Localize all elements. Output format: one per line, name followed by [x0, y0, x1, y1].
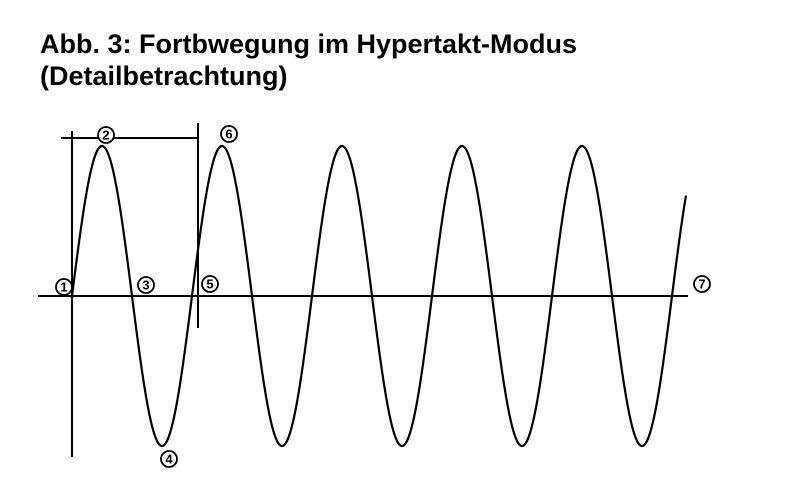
marker-5-label: 5	[206, 277, 213, 292]
marker-3: 3	[137, 276, 155, 294]
marker-6-label: 6	[225, 127, 232, 142]
title-line-2: (Detailbetrachtung)	[40, 61, 288, 91]
marker-6-circle	[220, 125, 238, 143]
marker-4-label: 4	[165, 452, 173, 467]
marker-2-label: 2	[102, 128, 109, 143]
marker-7-circle	[693, 275, 711, 293]
marker-7-label: 7	[698, 277, 705, 292]
marker-2-circle	[97, 126, 115, 144]
sine-wave	[70, 144, 688, 448]
marker-6: 6	[220, 125, 238, 143]
diagram-title: Abb. 3: Fortbwegung im Hypertakt-Modus (…	[40, 28, 577, 92]
marker-1: 1	[55, 278, 73, 296]
marker-2: 2	[97, 126, 115, 144]
marker-5: 5	[201, 275, 219, 293]
title-line-1: Abb. 3: Fortbwegung im Hypertakt-Modus	[40, 29, 577, 59]
marker-1-circle	[55, 278, 73, 296]
marker-7: 7	[693, 275, 711, 293]
marker-3-label: 3	[142, 278, 149, 293]
marker-5-circle	[201, 275, 219, 293]
marker-1-label: 1	[60, 280, 67, 295]
marker-4: 4	[160, 450, 178, 468]
marker-3-circle	[137, 276, 155, 294]
marker-4-circle	[160, 450, 178, 468]
